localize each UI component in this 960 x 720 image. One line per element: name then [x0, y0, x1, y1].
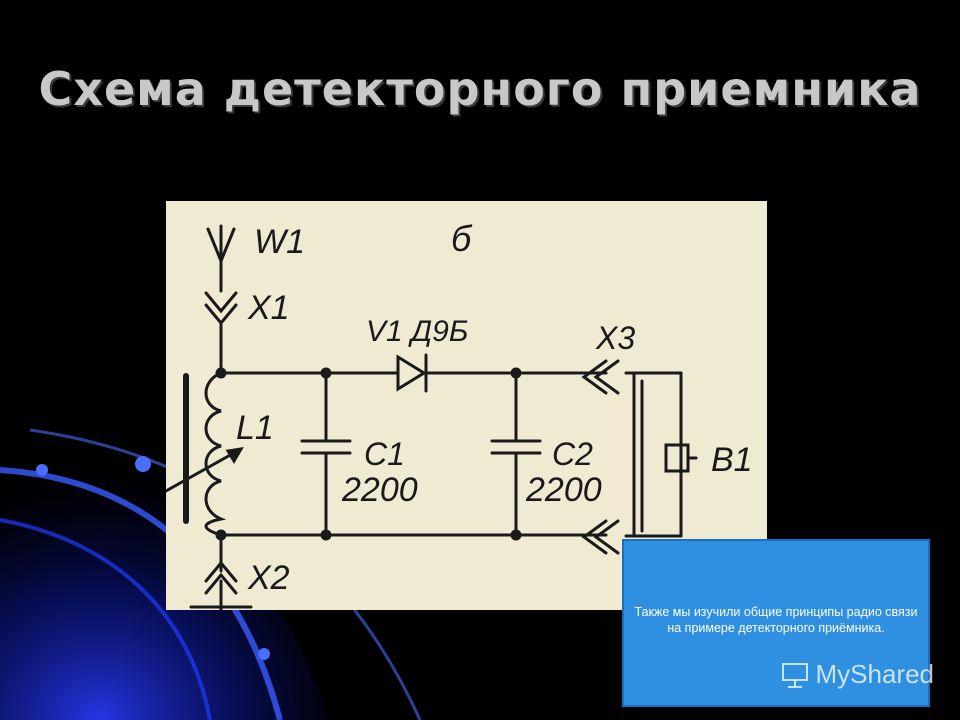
x3-label: X3	[595, 320, 635, 356]
c2-value: 2200	[525, 471, 602, 509]
x2-label: X2	[247, 559, 290, 597]
watermark-text: MyShared	[815, 659, 935, 689]
presentation-icon	[781, 662, 808, 688]
variant-label: б	[451, 218, 473, 259]
c1-value: 2200	[341, 471, 418, 509]
c2-label: C2	[552, 436, 593, 472]
callout-text: Также мы изучили общие принципы радио св…	[634, 605, 918, 635]
callout-box: Также мы изучили общие принципы радио св…	[622, 539, 930, 707]
x1-label: X1	[247, 289, 290, 327]
circuit-schematic: б W1 X1 V1 Д9Б X3 L1 C1 2200 C2 2200 B1 …	[166, 218, 753, 610]
watermark: MyShared	[780, 659, 935, 690]
diode-label: V1 Д9Б	[366, 315, 468, 348]
slide-title: Схема детекторного приемника	[38, 62, 922, 116]
c1-label: C1	[364, 436, 405, 472]
antenna-label: W1	[254, 223, 305, 261]
inductor-label: L1	[236, 409, 274, 447]
headphone-label: B1	[711, 441, 753, 479]
